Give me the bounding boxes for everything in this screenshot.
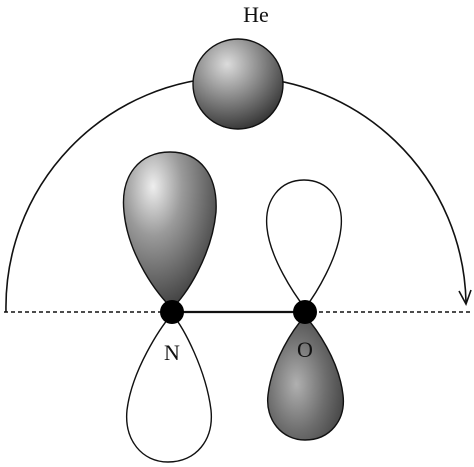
helium-label: He — [243, 2, 269, 27]
helium-atom-sphere — [192, 38, 284, 130]
n-upper-lobe — [122, 151, 217, 309]
nitrogen-nucleus — [160, 300, 184, 324]
nitrogen-label: N — [164, 340, 180, 365]
oxygen-nucleus — [293, 300, 317, 324]
trajectory-arrowhead — [458, 289, 472, 306]
o-upper-lobe — [265, 179, 343, 310]
oxygen-label: O — [297, 337, 313, 362]
n-lower-lobe — [126, 312, 212, 463]
o-lower-lobe — [267, 314, 345, 441]
